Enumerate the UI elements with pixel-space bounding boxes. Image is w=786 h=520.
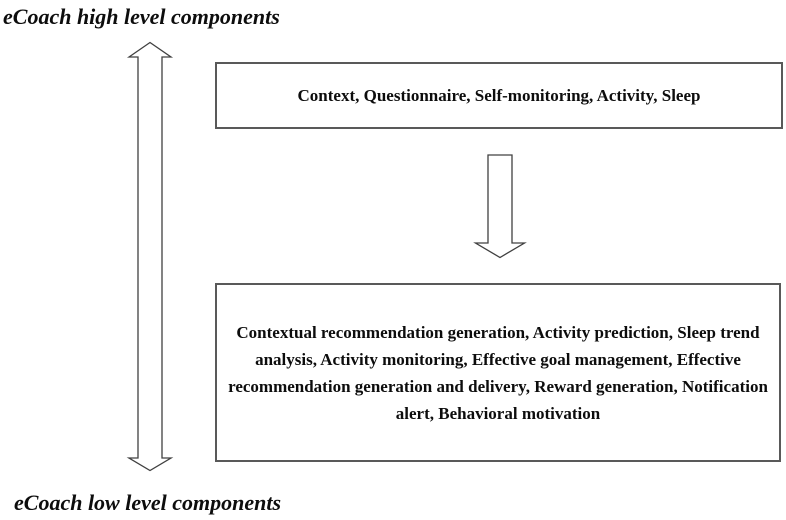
high-level-components-text: Context, Questionnaire, Self-monitoring,…: [297, 85, 701, 105]
down-arrow-icon: [473, 154, 527, 259]
low-level-components-label: eCoach low level components: [14, 490, 282, 515]
low-level-components-text: Contextual recommendation generation, Ac…: [228, 322, 768, 423]
high-level-components-box: Context, Questionnaire, Self-monitoring,…: [215, 62, 783, 129]
high-level-components-label: eCoach high level components: [3, 4, 280, 29]
vertical-double-arrow-icon: [126, 41, 174, 472]
low-level-components-box: Contextual recommendation generation, Ac…: [215, 283, 781, 462]
